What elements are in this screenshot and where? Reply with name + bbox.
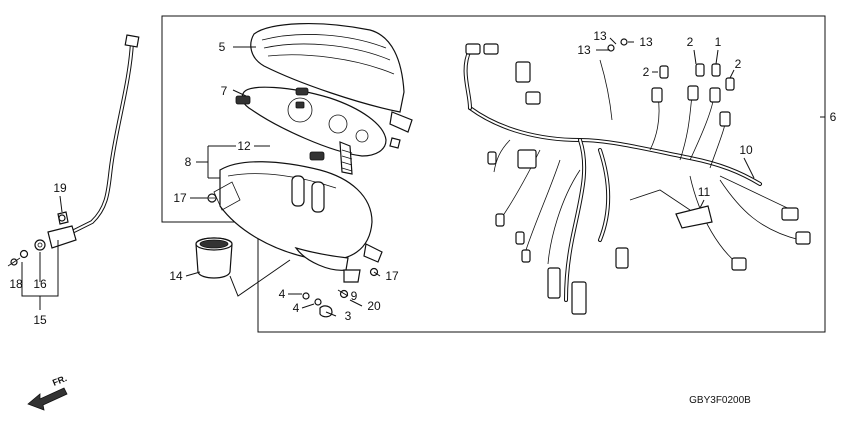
callout-4-upper: 4 bbox=[279, 287, 286, 301]
callout-14: 14 bbox=[169, 269, 183, 283]
diagram-code: GBY3F0200B bbox=[689, 395, 751, 406]
callout-6: 6 bbox=[830, 110, 837, 124]
callout-19: 19 bbox=[53, 181, 67, 195]
meter-cover bbox=[250, 23, 413, 149]
callout-15: 15 bbox=[33, 313, 47, 327]
callout-2-c: 2 bbox=[735, 57, 742, 71]
speedometer-cable bbox=[7, 34, 140, 267]
leader-lines bbox=[21, 37, 825, 317]
callout-20: 20 bbox=[367, 299, 381, 313]
meter-lower-case bbox=[213, 141, 383, 283]
callout-10: 10 bbox=[739, 143, 753, 157]
callout-13-right: 13 bbox=[639, 35, 653, 49]
callout-8: 8 bbox=[185, 155, 192, 169]
callout-1: 1 bbox=[715, 35, 722, 49]
callout-2-a: 2 bbox=[687, 35, 694, 49]
callout-5: 5 bbox=[219, 40, 226, 54]
callout-7: 7 bbox=[221, 84, 228, 98]
callout-11: 11 bbox=[698, 185, 711, 199]
front-arrow: FR. bbox=[27, 373, 68, 411]
callout-2-b: 2 bbox=[643, 65, 650, 79]
callout-12: 12 bbox=[237, 139, 251, 153]
callout-13-top: 13 bbox=[593, 29, 607, 43]
callout-17-left: 17 bbox=[173, 191, 187, 205]
assembly-frame bbox=[161, 15, 826, 333]
meter-panel bbox=[235, 86, 387, 161]
callout-18: 18 bbox=[9, 277, 23, 291]
socket-14 bbox=[195, 237, 233, 279]
callout-16: 16 bbox=[33, 277, 47, 291]
wire-harness bbox=[463, 48, 801, 302]
callout-3: 3 bbox=[345, 309, 352, 323]
callout-13-mid: 13 bbox=[577, 43, 591, 57]
front-label: FR. bbox=[51, 373, 68, 388]
callout-labels: 5 7 12 8 17 14 4 4 3 9 20 17 6 10 11 2 1… bbox=[9, 29, 836, 327]
callout-17-right: 17 bbox=[385, 269, 399, 283]
callout-9: 9 bbox=[351, 289, 358, 303]
harness-connectors bbox=[465, 43, 811, 315]
callout-4-lower: 4 bbox=[293, 301, 300, 315]
